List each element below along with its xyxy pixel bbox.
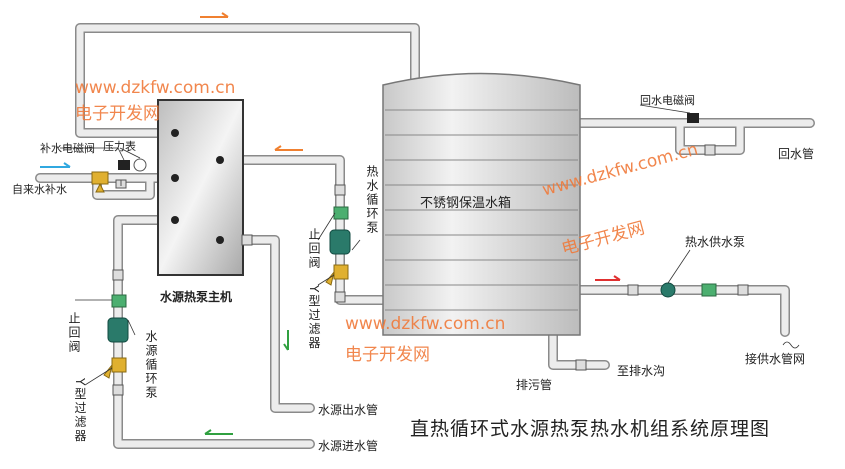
check-valves [111,206,717,308]
flow-arrows [40,12,621,435]
label-to-supply-network: 接供水管网 [745,352,806,366]
y-filters [91,171,349,379]
pressure-gauge-icon [133,158,147,172]
label-hot-water-circ-pump: 热水循环泵 [365,165,379,235]
diagram-title: 直热循环式水源热泵热水机组系统原理图 [410,418,771,440]
label-heat-pump-unit: 水源热泵主机 [160,290,233,304]
label-source-outlet: 水源出水管 [318,403,379,417]
label-makeup-solenoid: 补水电磁阀 [40,142,95,155]
label-source-circ-pump: 水源循环泵 [144,330,158,400]
watermark-url: www.dzkfw.com.cn [75,78,236,98]
valves [112,144,749,396]
watermark-name: 电子开发网 [345,345,430,365]
water-tank [382,72,581,336]
leader-lines [60,104,800,386]
unit-ports [171,129,224,244]
label-tap-water-makeup: 自来水补水 [12,183,67,196]
label-to-drain-ditch: 至排水沟 [617,364,666,378]
label-check-valve-left: 止回阀 [67,312,81,354]
heat-pump-unit [157,99,244,276]
label-y-filter-right: Y型过滤器 [307,285,321,351]
label-check-valve-right: 止回阀 [307,228,321,270]
label-drain-pipe: 排污管 [516,378,553,392]
label-return-pipe: 回水管 [778,147,815,161]
label-tank: 不锈钢保温水箱 [420,196,512,211]
label-hot-water-supply-pump: 热水供水泵 [685,235,746,249]
pumps [107,229,676,343]
watermark-url: www.dzkfw.com.cn [345,314,506,334]
label-return-solenoid: 回水电磁阀 [640,94,695,107]
label-y-filter-left: Y型过滤器 [73,378,87,444]
watermark-name: 电子开发网 [75,104,160,124]
solenoids [118,113,699,170]
label-pressure-gauge: 压力表 [103,140,136,153]
label-source-inlet: 水源进水管 [318,439,379,453]
